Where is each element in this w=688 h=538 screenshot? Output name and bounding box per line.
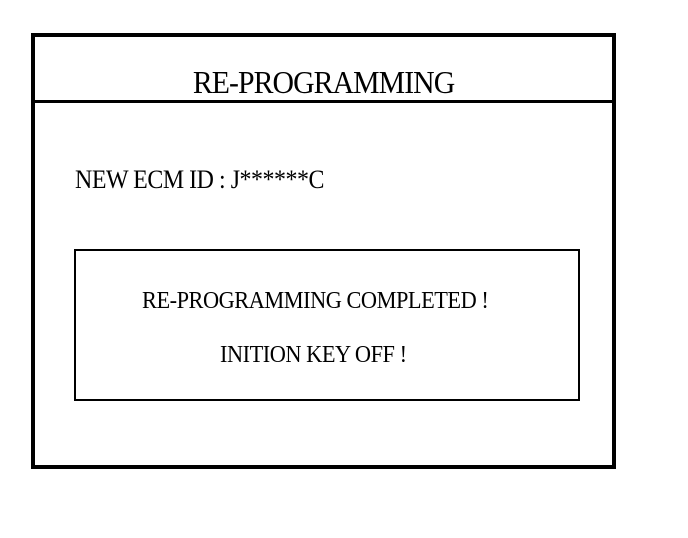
reprogramming-screen: RE-PROGRAMMING NEW ECM ID : J******C RE-… — [31, 33, 616, 469]
new-ecm-id-label: NEW ECM ID : J******C — [75, 165, 325, 194]
completion-message: RE-PROGRAMMING COMPLETED ! — [64, 289, 566, 313]
ignition-key-off-text: INITION KEY OFF ! — [219, 342, 407, 368]
title-bar: RE-PROGRAMMING — [35, 37, 612, 103]
ignition-key-off-message: INITION KEY OFF ! — [62, 343, 564, 367]
completion-message-text: RE-PROGRAMMING COMPLETED ! — [141, 288, 489, 314]
status-message-box: RE-PROGRAMMING COMPLETED ! INITION KEY O… — [74, 249, 580, 401]
screen-title: RE-PROGRAMMING — [192, 64, 455, 100]
